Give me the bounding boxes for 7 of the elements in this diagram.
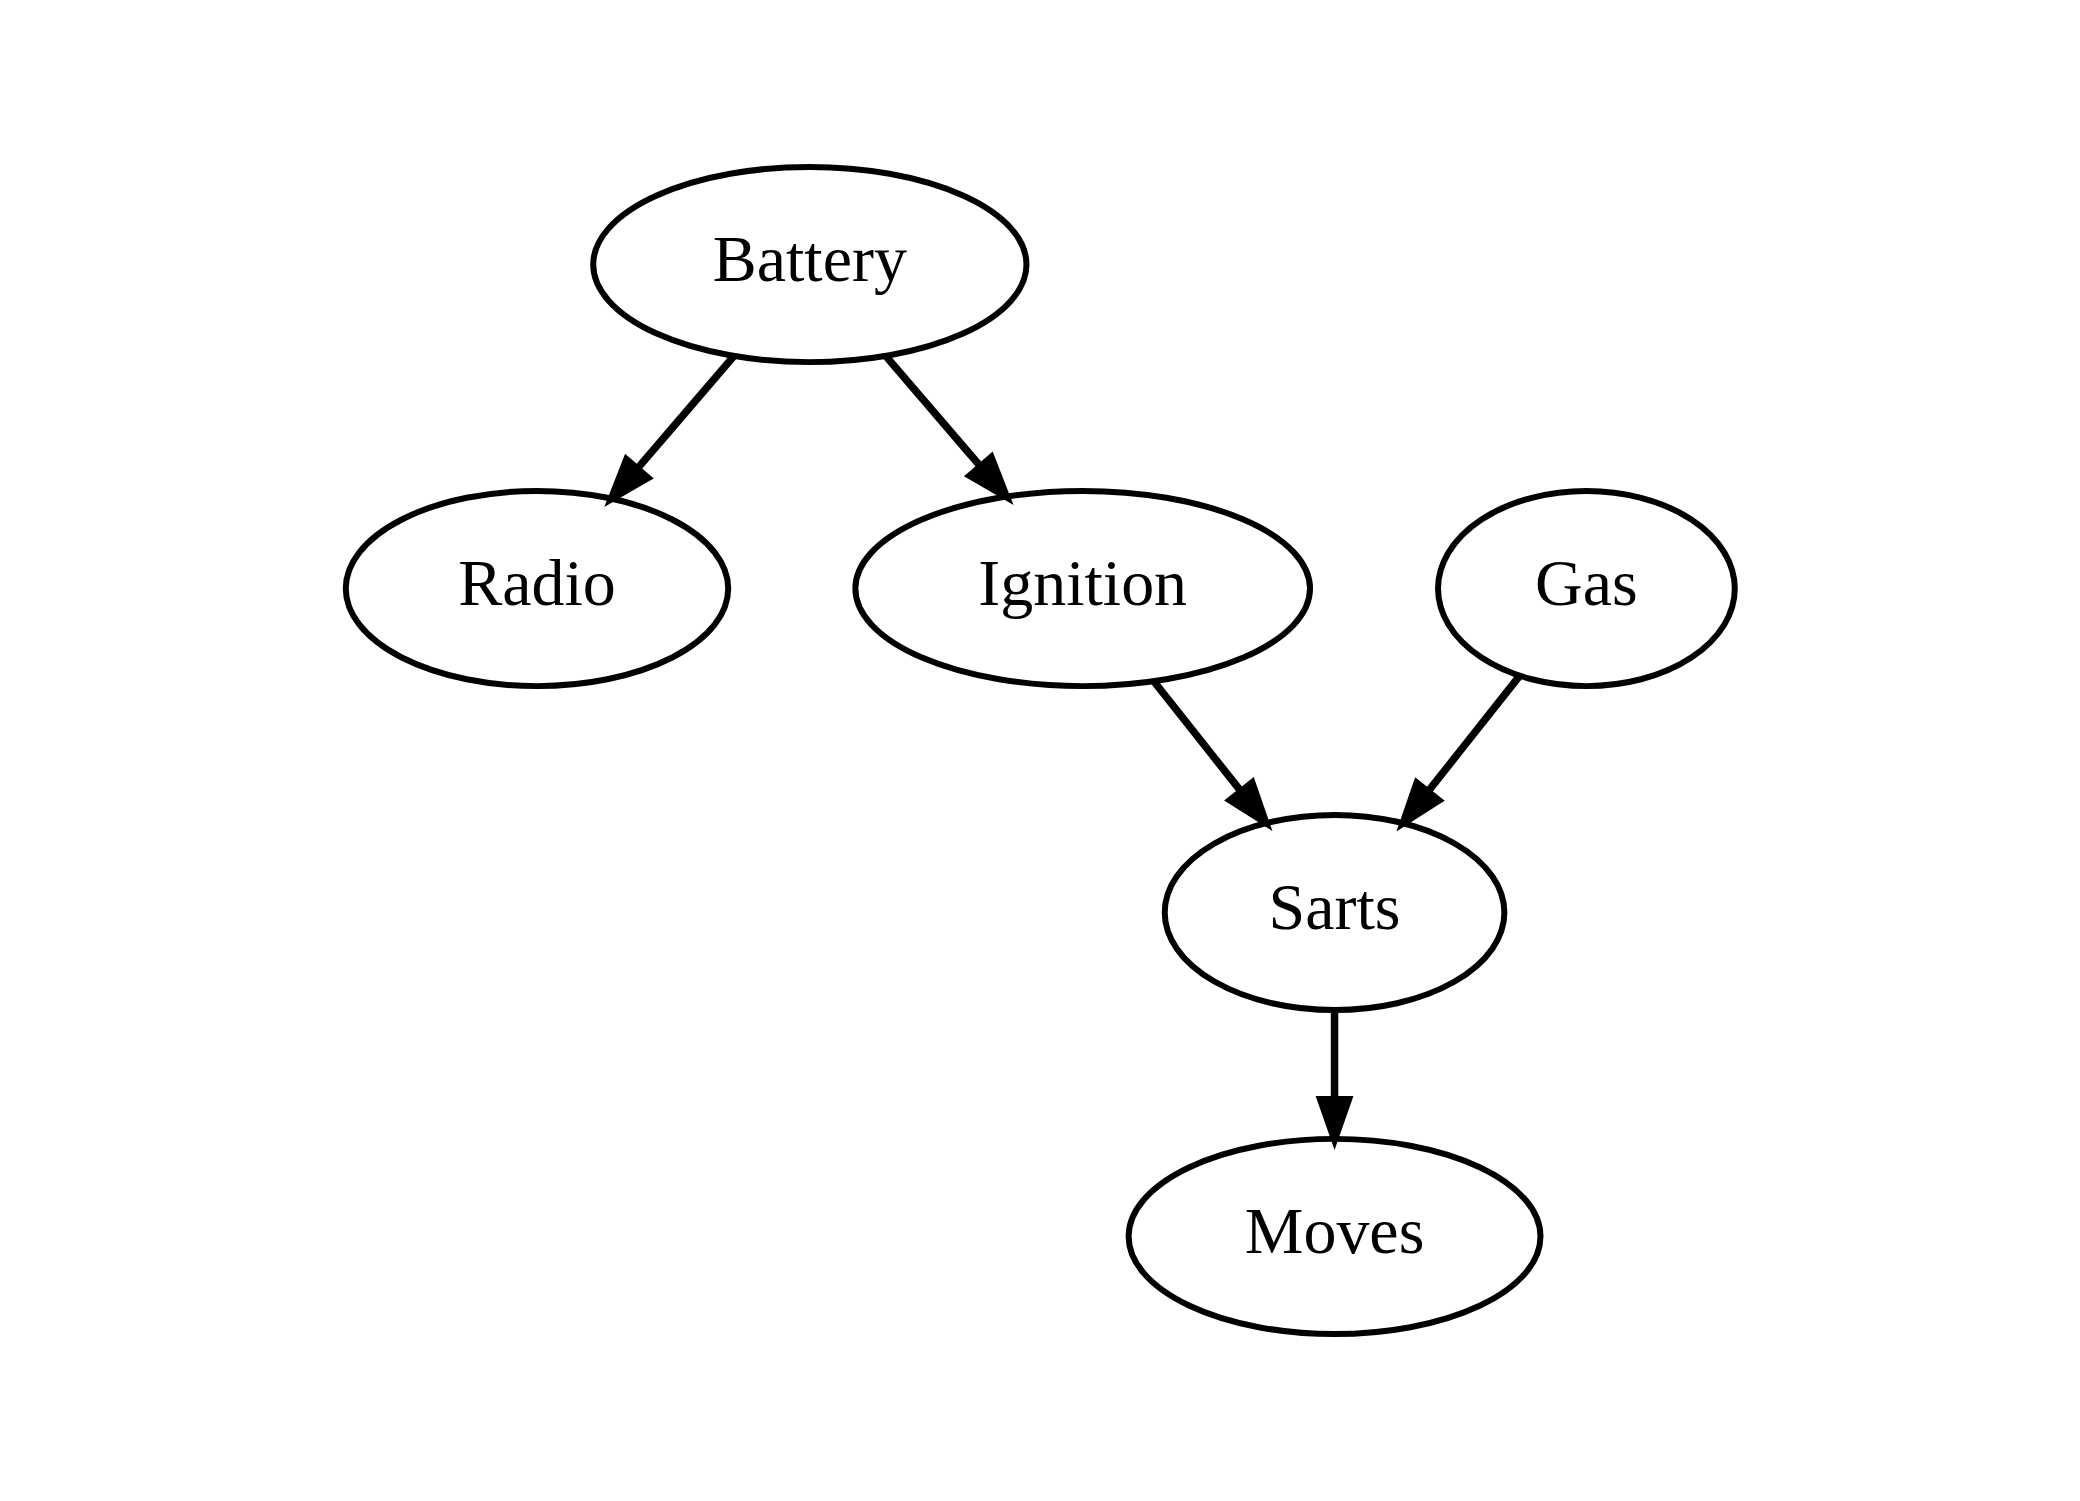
arrow	[1315, 1010, 1353, 1151]
node-ellipse: Sarts	[1161, 811, 1507, 1014]
node-ellipse: Radio	[342, 487, 731, 690]
node-ellipse: Battery	[589, 163, 1029, 366]
node-ellipse: Gas	[1434, 487, 1738, 690]
node-ellipse: Moves	[1125, 1135, 1543, 1338]
node-ellipse: Ignition	[851, 487, 1313, 690]
